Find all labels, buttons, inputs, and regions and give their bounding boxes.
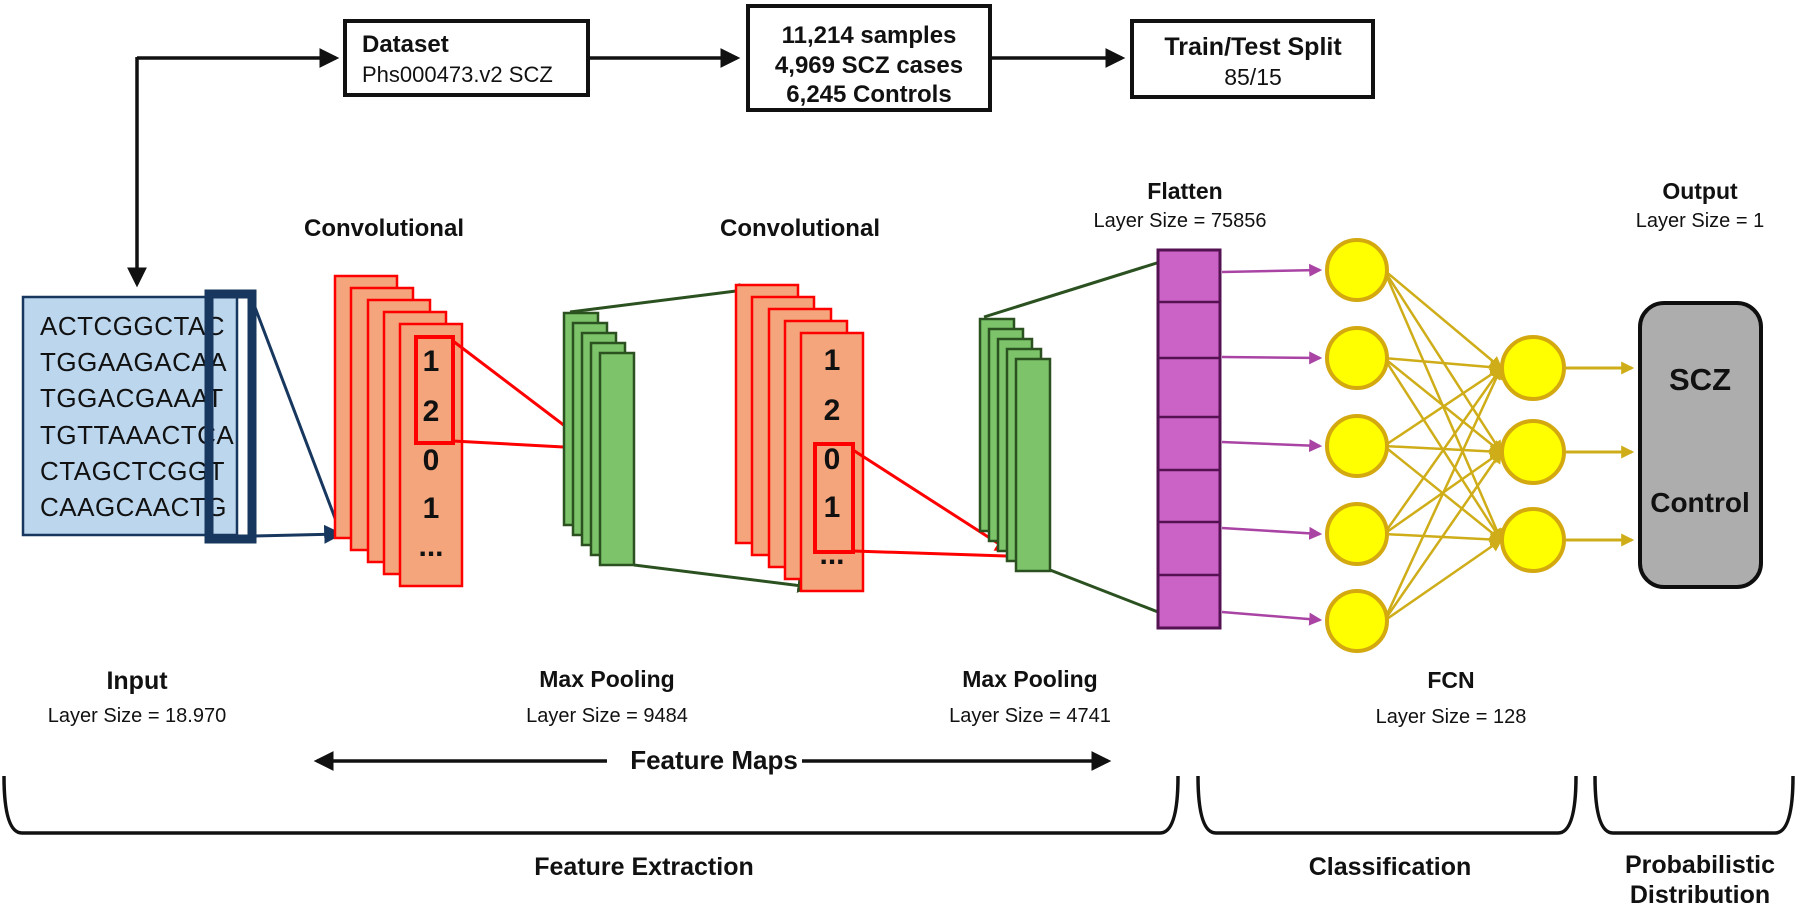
neuron (1500, 419, 1566, 485)
input-window-highlight (204, 289, 257, 544)
neuron (1500, 335, 1566, 401)
neuron (1325, 502, 1389, 566)
maxpool1-title: Max Pooling (539, 666, 674, 692)
input-matrix-box (21, 295, 239, 537)
classification-label: Classification (1309, 853, 1472, 881)
conv1-kernel-highlight (414, 335, 455, 445)
output-layer: Output Layer Size = 1 SCZ Control (1636, 178, 1764, 589)
sequence-row-1: ACTCGGCTAC (40, 311, 225, 341)
fcn-connections (1382, 269, 1504, 623)
output-class-scz: SCZ (1669, 362, 1731, 397)
flatten-arrow-2 (1221, 351, 1323, 365)
conv-stack-2: Convolutional 1 2 0 1 ... (720, 215, 1013, 593)
sequence-row-4: TGTTAAACTCA (40, 420, 234, 450)
conv2-value-1: 1 (824, 344, 841, 377)
flatten-layer-size: Layer Size = 75856 (1094, 210, 1267, 232)
output-class-box (1638, 301, 1763, 589)
fcn-title: FCN (1427, 667, 1474, 693)
samples-line2: 4,969 SCZ cases (775, 52, 963, 79)
top-pipeline: Dataset Phs000473.v2 SCZ 11,214 samples … (127, 4, 1375, 288)
conv2-value-3: 0 (824, 443, 841, 476)
pool1-conv2-arrow-top (569, 283, 755, 314)
flatten-to-fcn-arrows (1221, 263, 1323, 626)
sequence-row-6: CAAGCAACTG (40, 492, 227, 522)
sequence-row-5: CTAGCTCGGT (40, 456, 225, 486)
samples-line1: 11,214 samples (782, 22, 957, 49)
conv2-pool-line-bottom (852, 549, 1007, 558)
split-subtitle: 85/15 (1224, 64, 1282, 90)
flatten-vector (1156, 248, 1222, 630)
dataset-title: Dataset (362, 31, 449, 58)
maxpool2-title: Max Pooling (962, 666, 1097, 692)
pool1-map-1 (598, 351, 636, 567)
pool2-flatten-arrow-bottom (1049, 568, 1179, 622)
input-layer: ACTCGGCTAC TGGAAGACAA TGGACGAAAT TGTTAAA… (21, 289, 344, 727)
input-funnel-top-line (251, 301, 340, 527)
conv2-value-4: 1 (824, 491, 841, 524)
sequence-row-2: TGGAAGACAA (40, 347, 227, 377)
flatten-arrow-4 (1221, 526, 1323, 540)
flatten-arrow-3 (1221, 439, 1323, 453)
flatten-column: Flatten Layer Size = 75856 (1094, 178, 1267, 630)
feature-extraction-label: Feature Extraction (534, 853, 754, 881)
maxpool-stack-2: Max Pooling Layer Size = 4741 (949, 253, 1179, 727)
neuron (1325, 414, 1389, 478)
samples-box (746, 4, 992, 112)
conv1-pool-line-bottom (452, 439, 583, 450)
fcn-layer-1-neurons (1325, 238, 1389, 653)
fcn-to-output-arrows (1566, 361, 1635, 547)
probabilistic-bracket (1593, 775, 1795, 835)
classification-bracket (1196, 775, 1578, 835)
neuron (1325, 589, 1389, 653)
sequence-row-3: TGGACGAAAT (40, 383, 224, 413)
flatten-title: Flatten (1147, 178, 1222, 204)
output-layer-size: Layer Size = 1 (1636, 210, 1764, 232)
probabilistic-label-line2: Distribution (1630, 881, 1770, 907)
neuron (1325, 238, 1389, 302)
conv2-pool-arrow-top (852, 448, 1013, 553)
input-title: Input (106, 667, 168, 695)
annotations: Feature Maps Feature Extraction Classifi… (2, 745, 1795, 907)
flatten-arrow-5 (1221, 610, 1323, 626)
feature-extraction-bracket (2, 775, 1180, 835)
conv1-title: Convolutional (304, 215, 464, 242)
pool1-conv2-arrow-bottom (633, 563, 813, 593)
conv2-kernel-highlight (813, 442, 855, 554)
probabilistic-label-line1: Probabilistic (1625, 851, 1775, 879)
conv2-value-2: 2 (824, 394, 841, 427)
conv1-value-4: 1 (423, 492, 440, 525)
output-class-control: Control (1650, 487, 1750, 518)
fcn-layer-2-neurons (1500, 335, 1566, 573)
conv2-title: Convolutional (720, 215, 880, 242)
conv1-value-1: 1 (423, 345, 440, 378)
pool2-flatten-arrow-top (983, 253, 1179, 319)
conv1-value-ellipsis: ... (418, 530, 443, 563)
input-layer-size: Layer Size = 18.970 (48, 705, 226, 727)
neuron (1500, 507, 1566, 573)
conv-stack-1: Convolutional 1 2 0 1 ... (304, 215, 589, 588)
fcn-layer-size: Layer Size = 128 (1376, 706, 1527, 728)
feature-maps-label: Feature Maps (630, 745, 798, 775)
maxpool-stack-1: Max Pooling Layer Size = 9484 (526, 283, 813, 727)
dataset-subtitle: Phs000473.v2 SCZ (362, 62, 553, 87)
pool2-map-1 (1014, 357, 1052, 573)
input-funnel-bottom-arrow (252, 524, 344, 544)
conv1-value-2: 2 (423, 395, 440, 428)
samples-line3: 6,245 Controls (786, 81, 951, 108)
flatten-arrow-1 (1221, 263, 1323, 277)
maxpool1-layer-size: Layer Size = 9484 (526, 705, 688, 727)
split-box (1130, 19, 1375, 99)
conv1-value-3: 0 (423, 444, 440, 477)
conv2-value-ellipsis: ... (819, 538, 844, 571)
maxpool2-layer-size: Layer Size = 4741 (949, 705, 1111, 727)
output-title: Output (1662, 178, 1738, 204)
split-title: Train/Test Split (1164, 33, 1342, 61)
fcn-network: FCN Layer Size = 128 (1221, 238, 1635, 728)
neuron (1325, 326, 1389, 390)
